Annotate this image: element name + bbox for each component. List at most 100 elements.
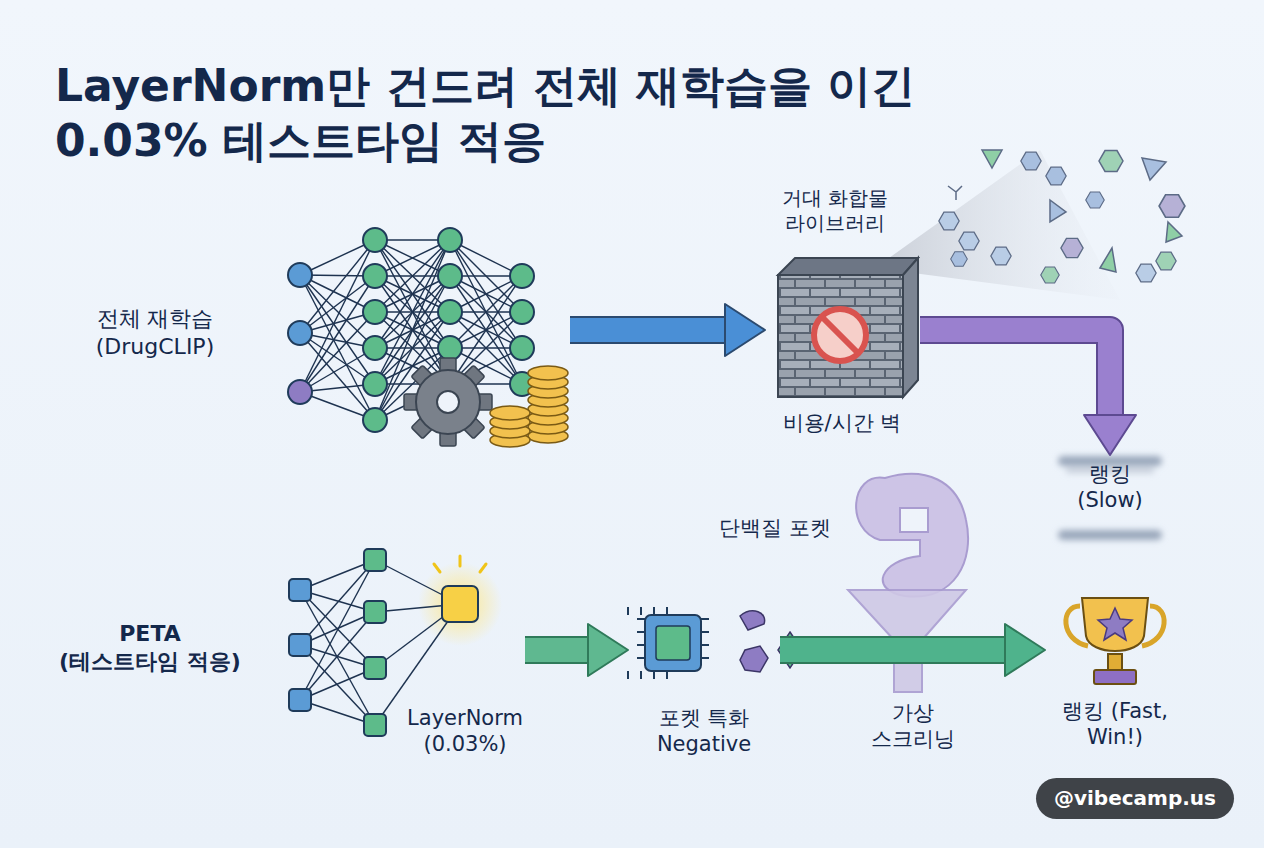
chip-pin <box>640 671 642 679</box>
molecules <box>948 186 962 200</box>
network-neuron <box>363 300 387 324</box>
network-neuron <box>363 228 387 252</box>
node-label: PETA (테스트타임 적응) <box>57 620 243 675</box>
network-neuron <box>438 336 462 360</box>
molecules <box>1136 264 1156 282</box>
chip-pin <box>666 607 668 615</box>
arrow-shaft <box>525 638 588 662</box>
molecules <box>982 150 1002 168</box>
cost-time-wall <box>822 317 858 353</box>
layernorm-rays <box>459 556 462 566</box>
trophy <box>1066 598 1164 684</box>
molecules <box>939 150 1185 283</box>
cost-time-wall <box>778 275 903 397</box>
network-neuron <box>289 689 311 711</box>
node-label: 랭킹 (Fast, Win!) <box>1053 698 1177 751</box>
node-label: 거대 화합물 라이브러리 <box>750 186 921 236</box>
diagram-node: 전체 재학습 (DrugCLIP) <box>60 230 570 450</box>
flow-arrow <box>780 624 1045 676</box>
network-neuron <box>289 634 311 656</box>
trophy <box>1082 598 1148 651</box>
network-neuron <box>364 714 386 736</box>
chip-pin <box>701 618 709 620</box>
layernorm-rays <box>434 564 440 572</box>
network-neuron <box>288 321 312 345</box>
negative-molecules <box>740 646 768 672</box>
network-link <box>450 276 522 384</box>
chip-pin <box>701 657 709 659</box>
diagram-node: 거대 화합물 라이브러리 <box>760 182 910 248</box>
node-label: 비용/시간 벽 <box>783 410 902 436</box>
molecules <box>1086 192 1104 208</box>
arrow-shaft <box>920 330 1110 415</box>
network-neuron <box>364 601 386 623</box>
molecules <box>1061 238 1083 257</box>
network-neuron <box>438 300 462 324</box>
blurred-ranking <box>1058 456 1162 540</box>
trophy <box>1098 608 1132 640</box>
chip <box>628 607 709 679</box>
network-neuron <box>364 549 386 571</box>
chip-pin <box>637 631 645 633</box>
node-label: 전체 재학습 (DrugCLIP) <box>94 305 217 360</box>
network-neuron <box>364 657 386 679</box>
arrow-head <box>725 304 765 356</box>
chip-pin <box>701 644 709 646</box>
chip-pin <box>627 607 629 615</box>
molecules <box>939 212 959 230</box>
chip-pin <box>627 671 629 679</box>
edge-label: 가상 스크리닝 <box>869 700 957 753</box>
network-neuron <box>289 579 311 601</box>
network-neuron <box>363 408 387 432</box>
coin-stacks <box>490 366 568 447</box>
pocket-notch <box>900 508 928 532</box>
arrow-outline <box>570 316 725 344</box>
arrow-shaft <box>780 638 1005 662</box>
chip-pin <box>640 607 642 615</box>
molecules <box>1099 151 1123 172</box>
molecules <box>1050 200 1066 222</box>
network-link <box>300 612 375 700</box>
cost-time-wall <box>903 258 918 397</box>
arrow-shaft <box>570 318 725 342</box>
arrow-outline <box>525 636 588 664</box>
flow-arrow <box>570 304 765 356</box>
molecules <box>1100 248 1116 272</box>
coin <box>490 406 530 420</box>
network-neuron <box>510 300 534 324</box>
chip <box>645 615 701 671</box>
title: LayerNorm만 건드려 전체 재학습을 이긴 0.03% 테스트타임 적응 <box>55 58 920 168</box>
trophy <box>1108 654 1122 670</box>
arrow-head <box>1005 624 1045 676</box>
molecules <box>951 252 968 266</box>
molecules <box>1142 158 1166 180</box>
chip-pin <box>666 671 668 679</box>
network-full <box>288 228 534 432</box>
network-link <box>450 240 522 348</box>
chip-pin <box>653 671 655 679</box>
diagram-node: 비용/시간 벽 <box>765 255 920 445</box>
molecules <box>1046 167 1066 185</box>
network-neuron <box>438 228 462 252</box>
network-neuron <box>363 336 387 360</box>
diagram-node: LayerNorm (0.03%) <box>405 572 525 774</box>
molecules <box>1021 152 1041 170</box>
network-neuron <box>363 372 387 396</box>
node-label: 단백질 포켓 <box>719 515 831 541</box>
gear-icon <box>404 358 492 446</box>
diagram-node: 단백질 포켓 <box>700 465 970 587</box>
gear-body <box>416 370 480 434</box>
cost-time-wall <box>778 258 918 397</box>
layernorm-rays <box>434 556 486 572</box>
diagram-node: PETA (테스트타임 적응) LayerNorm (0.03%) <box>40 556 530 780</box>
chip-pin <box>653 607 655 615</box>
blurred-ranking <box>1058 530 1162 540</box>
arrow-outline <box>780 636 1005 664</box>
layernorm-rays <box>480 564 486 572</box>
molecules <box>1041 267 1059 283</box>
node-label: LayerNorm (0.03%) <box>405 705 525 758</box>
molecules <box>991 247 1011 265</box>
layernorm-square <box>442 586 478 622</box>
molecules <box>1159 195 1185 217</box>
coin <box>528 366 568 380</box>
